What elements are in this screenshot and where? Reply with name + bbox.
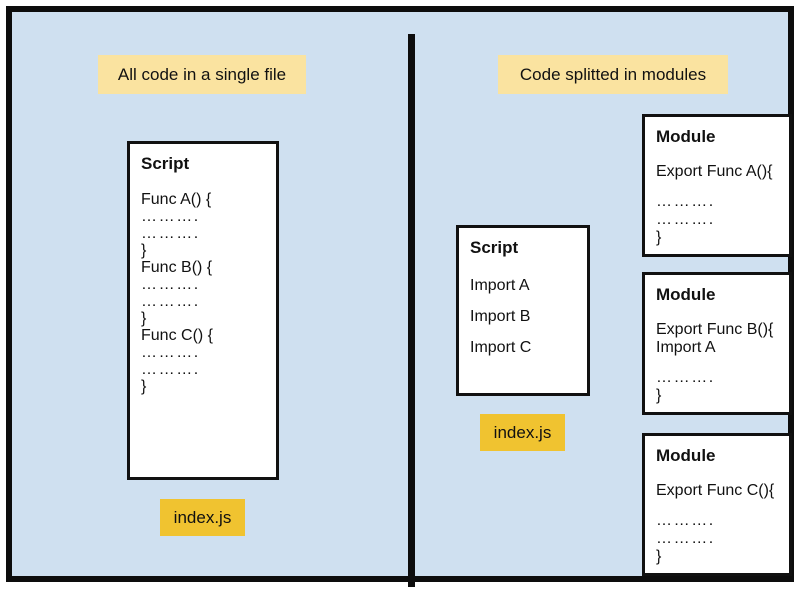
code-line: ……….: [656, 192, 715, 210]
module-title: Module: [656, 285, 716, 304]
left-script-card: Script Func A() { ………. ………. } Func B() {…: [127, 141, 279, 480]
code-line: Func C() {: [141, 327, 214, 345]
code-line: ……….: [656, 368, 715, 386]
code-line: ……….: [141, 208, 200, 226]
code-line: Export Func B(){: [656, 320, 774, 338]
code-line: }: [141, 378, 147, 396]
code-line: Func B() {: [141, 259, 213, 277]
code-line: ……….: [141, 361, 200, 379]
code-line: Export Func A(){: [656, 162, 773, 180]
code-line: }: [141, 310, 147, 328]
code-line: }: [656, 386, 662, 404]
module-card-c: Module Export Func C(){ ………. ………. }: [642, 433, 792, 576]
module-card-a: Module Export Func A(){ ………. ………. }: [642, 114, 792, 257]
code-line: ……….: [141, 293, 200, 311]
module-body: Export Func A(){ ………. ………. }: [656, 163, 778, 247]
code-line: }: [656, 228, 662, 246]
left-index-js-badge: index.js: [160, 499, 245, 536]
code-line: ……….: [656, 529, 715, 547]
module-body: Export Func C(){ ………. ………. }: [656, 482, 778, 566]
code-line: Export Func C(){: [656, 481, 775, 499]
code-line: ……….: [656, 511, 715, 529]
left-script-title: Script: [141, 154, 190, 173]
module-card-b: Module Export Func B(){ Import A ………. }: [642, 272, 792, 415]
right-index-js-badge: index.js: [480, 414, 565, 451]
code-line: Import A: [470, 276, 530, 294]
right-script-card: Script Import A Import B Import C: [456, 225, 590, 396]
module-title: Module: [656, 127, 716, 146]
left-script-body: Func A() { ………. ………. } Func B() { ………. ……: [141, 192, 265, 396]
right-panel-title: Code splitted in modules: [498, 55, 728, 94]
code-line: }: [656, 547, 662, 565]
code-line: Func A() {: [141, 191, 212, 209]
code-line: }: [141, 242, 147, 260]
code-line: Import B: [470, 307, 531, 325]
module-title: Module: [656, 446, 716, 465]
code-line: ……….: [141, 344, 200, 362]
right-script-title: Script: [470, 238, 519, 257]
right-script-body: Import A Import B Import C: [470, 276, 576, 356]
code-line: Import C: [470, 338, 532, 356]
left-panel-title: All code in a single file: [98, 55, 306, 94]
diagram-frame: All code in a single file Script Func A(…: [6, 6, 794, 587]
module-body: Export Func B(){ Import A ………. }: [656, 321, 778, 405]
code-line: ……….: [141, 225, 200, 243]
code-line: ……….: [656, 210, 715, 228]
code-line: Import A: [656, 338, 716, 356]
panel-divider: [408, 34, 415, 587]
code-line: ……….: [141, 276, 200, 294]
